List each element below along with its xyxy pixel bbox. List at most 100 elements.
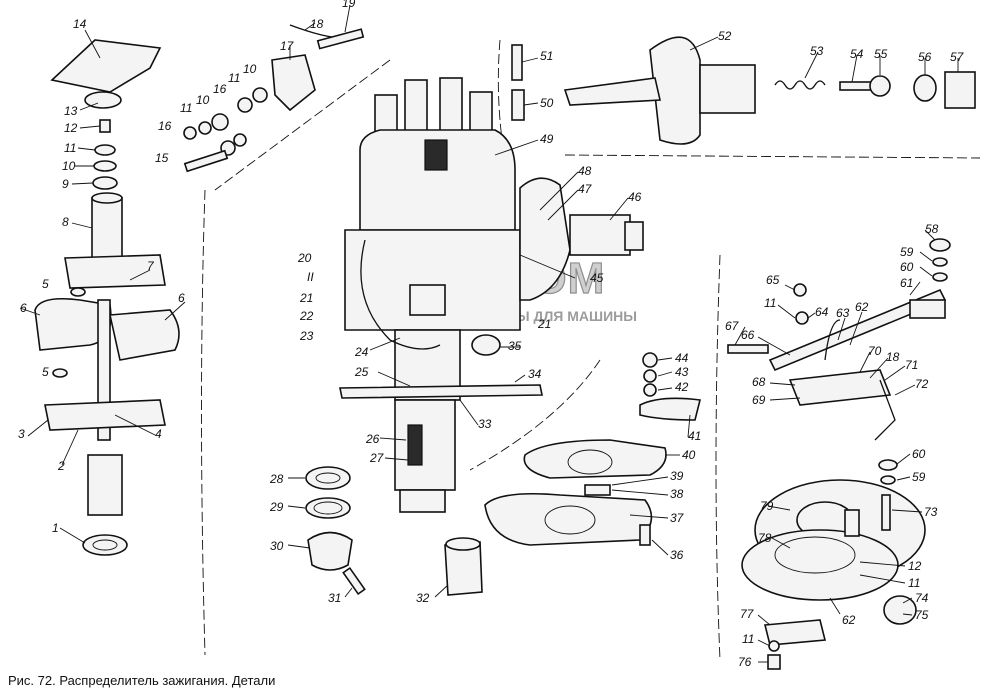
screw-65 <box>793 283 807 297</box>
part-label: 29 <box>269 500 284 514</box>
part-label: 18 <box>310 17 324 31</box>
part-label: 31 <box>328 591 341 605</box>
screw-76 <box>767 654 781 670</box>
part-label: 77 <box>740 607 755 621</box>
spring-53 <box>774 80 826 90</box>
part-label: 42 <box>675 380 689 394</box>
part-label: 69 <box>752 393 766 407</box>
rotor-hub-13 <box>84 91 122 109</box>
part-label: 17 <box>280 39 295 53</box>
part-label: 75 <box>915 608 929 622</box>
washer-56 <box>913 74 937 102</box>
terminal-17 <box>271 54 316 112</box>
part-label: 78 <box>758 531 772 545</box>
part-label: 11 <box>764 296 776 310</box>
shank-26-27 <box>394 399 456 491</box>
figure-caption: Рис. 72. Распределитель зажигания. Детал… <box>8 673 276 688</box>
ring-29 <box>305 497 351 519</box>
part-label: 71 <box>905 358 918 372</box>
part-label: 8 <box>62 215 69 229</box>
part-label: 25 <box>354 365 369 379</box>
washer-11b <box>183 126 197 140</box>
part-label: 24 <box>354 345 369 359</box>
part-label: 14 <box>73 17 87 31</box>
part-label: 49 <box>540 132 554 146</box>
part-label: 56 <box>918 50 932 64</box>
part-label: 9 <box>62 177 69 191</box>
part-label: 23 <box>299 329 314 343</box>
part-label: 12 <box>908 559 922 573</box>
part-label: 66 <box>741 328 755 342</box>
part-label: 4 <box>155 427 162 441</box>
part-label: 79 <box>760 499 774 513</box>
part-label: 54 <box>850 47 864 61</box>
part-label: 2 <box>57 459 65 473</box>
gasket-40 <box>523 439 667 479</box>
part-label: 43 <box>675 365 689 379</box>
housing-body <box>344 229 521 331</box>
part-label: 18 <box>886 350 900 364</box>
distributor-housing <box>339 77 644 513</box>
washer-60 <box>932 272 948 282</box>
part-label: 34 <box>528 367 542 381</box>
weight-plate-7 <box>64 254 166 289</box>
screw-15 <box>183 149 229 173</box>
part-label: 16 <box>158 119 172 133</box>
part-label: 21 <box>537 317 551 331</box>
part-label: 73 <box>924 505 938 519</box>
rotor-14 <box>50 39 162 93</box>
part-label: 45 <box>590 271 604 285</box>
pin-31 <box>342 566 366 596</box>
part-label: 5 <box>42 365 49 379</box>
part-label: 39 <box>670 469 684 483</box>
part-label: 52 <box>718 29 732 43</box>
washer-42 <box>643 383 657 397</box>
part-label: 12 <box>64 121 78 135</box>
part-label: 62 <box>842 613 856 627</box>
part-label: 13 <box>64 104 78 118</box>
part-label: 37 <box>670 511 685 525</box>
plunger-50 <box>511 89 525 121</box>
washer-5-bottom <box>52 368 68 378</box>
part-label: 1 <box>52 521 59 535</box>
part-label: 28 <box>269 472 284 486</box>
breaker-plate <box>741 459 926 670</box>
contact-block <box>844 509 860 537</box>
part-label: 51 <box>540 49 553 63</box>
washer-43 <box>643 369 657 383</box>
part-label: 53 <box>810 44 824 58</box>
weight-6-right <box>109 309 180 361</box>
part-label: 55 <box>874 47 888 61</box>
part-label: 7 <box>147 259 155 273</box>
clamp-41 <box>639 397 701 421</box>
spring-51 <box>511 44 523 81</box>
part-label: 40 <box>682 448 696 462</box>
part-label: 19 <box>342 0 356 10</box>
plate-68-69 <box>788 369 892 406</box>
vacuum-housing-46 <box>569 214 631 256</box>
part-label: 11 <box>180 101 192 115</box>
screw-19 <box>316 28 365 50</box>
contact-72 <box>874 379 896 441</box>
drive-shaft-end <box>87 454 123 516</box>
condenser <box>409 284 446 316</box>
diaphragm-rod <box>563 77 661 106</box>
washer-11c <box>795 311 809 325</box>
part-label: 10 <box>243 62 257 76</box>
base-plate-3 <box>44 399 166 431</box>
part-label: 48 <box>578 164 592 178</box>
washer-11a <box>237 97 253 113</box>
part-label: 44 <box>675 351 689 365</box>
hardware-top-left <box>183 24 365 173</box>
part-number-labels: 14 13 12 11 10 9 8 7 6 6 5 5 3 2 4 1 19 … <box>18 0 965 669</box>
part-label: 33 <box>478 417 492 431</box>
washer-5-top <box>70 287 86 297</box>
spring-63 <box>824 319 841 361</box>
part-label: 38 <box>670 487 684 501</box>
washer-11 <box>94 144 116 156</box>
plug-57 <box>944 71 976 109</box>
leader-lines <box>19 4 959 663</box>
part-label: 41 <box>688 429 701 443</box>
